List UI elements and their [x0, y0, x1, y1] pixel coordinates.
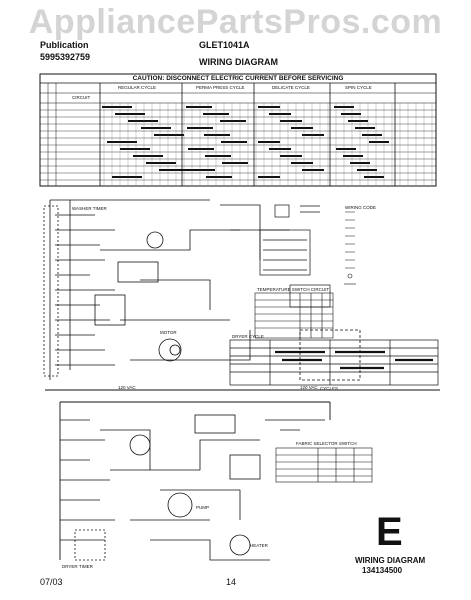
fabric-selector-table	[275, 447, 373, 483]
label-washer-timer: WASHER TIMER	[72, 206, 107, 211]
pub-label-text: Publication	[40, 40, 89, 50]
label-pump: PUMP	[196, 505, 210, 510]
chart-section-regular: REGULAR CYCLE	[118, 85, 157, 90]
label-heater: HEATER	[250, 543, 268, 548]
wiring-code-legend	[344, 211, 356, 285]
chart-section-delicate: DELICATE CYCLE	[272, 85, 310, 90]
chart-section-perma-press: PERMA PRESS CYCLE	[196, 85, 245, 90]
publication-label: Publication	[40, 40, 89, 50]
label-motor: MOTOR	[160, 330, 177, 335]
label-volt-right: 120 VAC	[300, 385, 318, 390]
label-cycles: CYCLES	[320, 386, 339, 391]
dryer-cycle-chart	[229, 339, 439, 386]
chart-section-spin: SPIN CYCLE	[345, 85, 372, 90]
watermark: AppliancePartsPros.com	[28, 3, 443, 41]
caution-banner: CAUTION: DISCONNECT ELECTRIC CURRENT BEF…	[132, 75, 344, 82]
label-dryer-cycle: DRYER CYCLE	[232, 334, 264, 339]
footer-date: 07/03	[40, 577, 63, 587]
label-wiring-code: WIRING CODE	[345, 205, 376, 210]
model-number: GLET1041A	[199, 40, 250, 50]
chart-circuit-label: CIRCUIT	[72, 95, 91, 100]
footer-page-number: 14	[226, 577, 237, 587]
bottom-diagram-number: 134134500	[362, 566, 403, 575]
power-lines	[45, 389, 440, 560]
washer-schematic	[43, 199, 361, 381]
publication-number: 5995392759	[40, 52, 91, 62]
label-dryer-timer: DRYER TIMER	[62, 564, 93, 569]
section-letter: E	[376, 510, 403, 554]
timer-chart-columns	[103, 103, 433, 186]
label-volt-left: 120 VAC	[118, 385, 136, 390]
label-fabric-selector: FABRIC SELECTOR SWITCH	[296, 441, 357, 446]
bottom-diagram-title: WIRING DIAGRAM	[355, 556, 426, 565]
label-temperature-switch: TEMPERATURE SWITCH CIRCUIT	[257, 287, 330, 292]
temperature-switch-table	[254, 292, 334, 339]
page-title: WIRING DIAGRAM	[199, 57, 278, 67]
timer-chart-rows	[40, 106, 436, 181]
dryer-schematic	[60, 414, 325, 561]
